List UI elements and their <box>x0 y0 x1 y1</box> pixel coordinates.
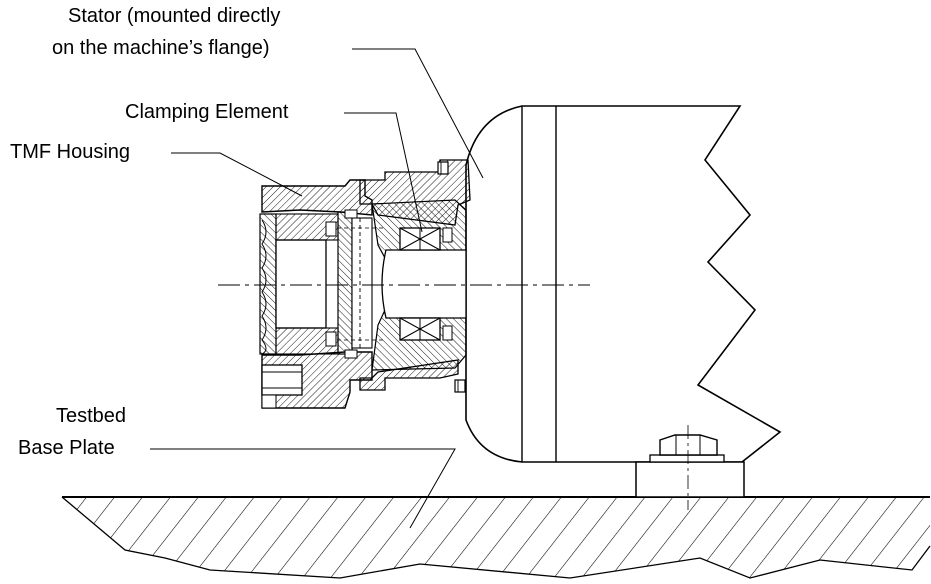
bolt-washer <box>649 454 725 463</box>
testbed-label-line2: Base Plate <box>18 437 115 459</box>
machine-foot <box>635 461 745 498</box>
base-plate-hatch <box>62 497 930 578</box>
tmf-housing-upper <box>261 179 373 216</box>
leader-lines <box>150 48 484 529</box>
rotor-disc-b <box>351 217 373 349</box>
tmf-rotor <box>259 209 386 359</box>
rotor-wave-left <box>261 219 267 355</box>
stator-label-line2: on the machine’s flange) <box>52 37 270 59</box>
machine-outline <box>465 105 782 463</box>
tmf-housing-label: TMF Housing <box>10 141 131 163</box>
stator-label-line1: Stator (mounted directly <box>68 5 281 27</box>
clamping-leader <box>344 112 423 233</box>
rotor-flange-left <box>259 213 277 355</box>
screw-lower <box>454 379 466 393</box>
testbed-leader <box>150 448 456 529</box>
rotor-disc <box>337 211 353 355</box>
stator-leader <box>352 48 484 179</box>
bolt-head <box>659 434 718 456</box>
base-plate-break-line <box>61 496 931 579</box>
machine-body <box>465 105 782 463</box>
shaft <box>381 249 467 319</box>
clamping-element-label: Clamping Element <box>125 101 289 123</box>
shaft-body <box>381 249 467 319</box>
rotor-inner <box>275 239 327 329</box>
screw-upper <box>437 161 449 175</box>
tmf-mount-screw <box>261 364 303 396</box>
foot-and-bolt <box>635 425 745 510</box>
base-plate <box>61 496 931 579</box>
clamping-element <box>399 227 453 341</box>
tmf-housing <box>261 179 373 409</box>
testbed-label-line1: Testbed <box>56 405 127 427</box>
tmf-leader <box>171 152 303 197</box>
